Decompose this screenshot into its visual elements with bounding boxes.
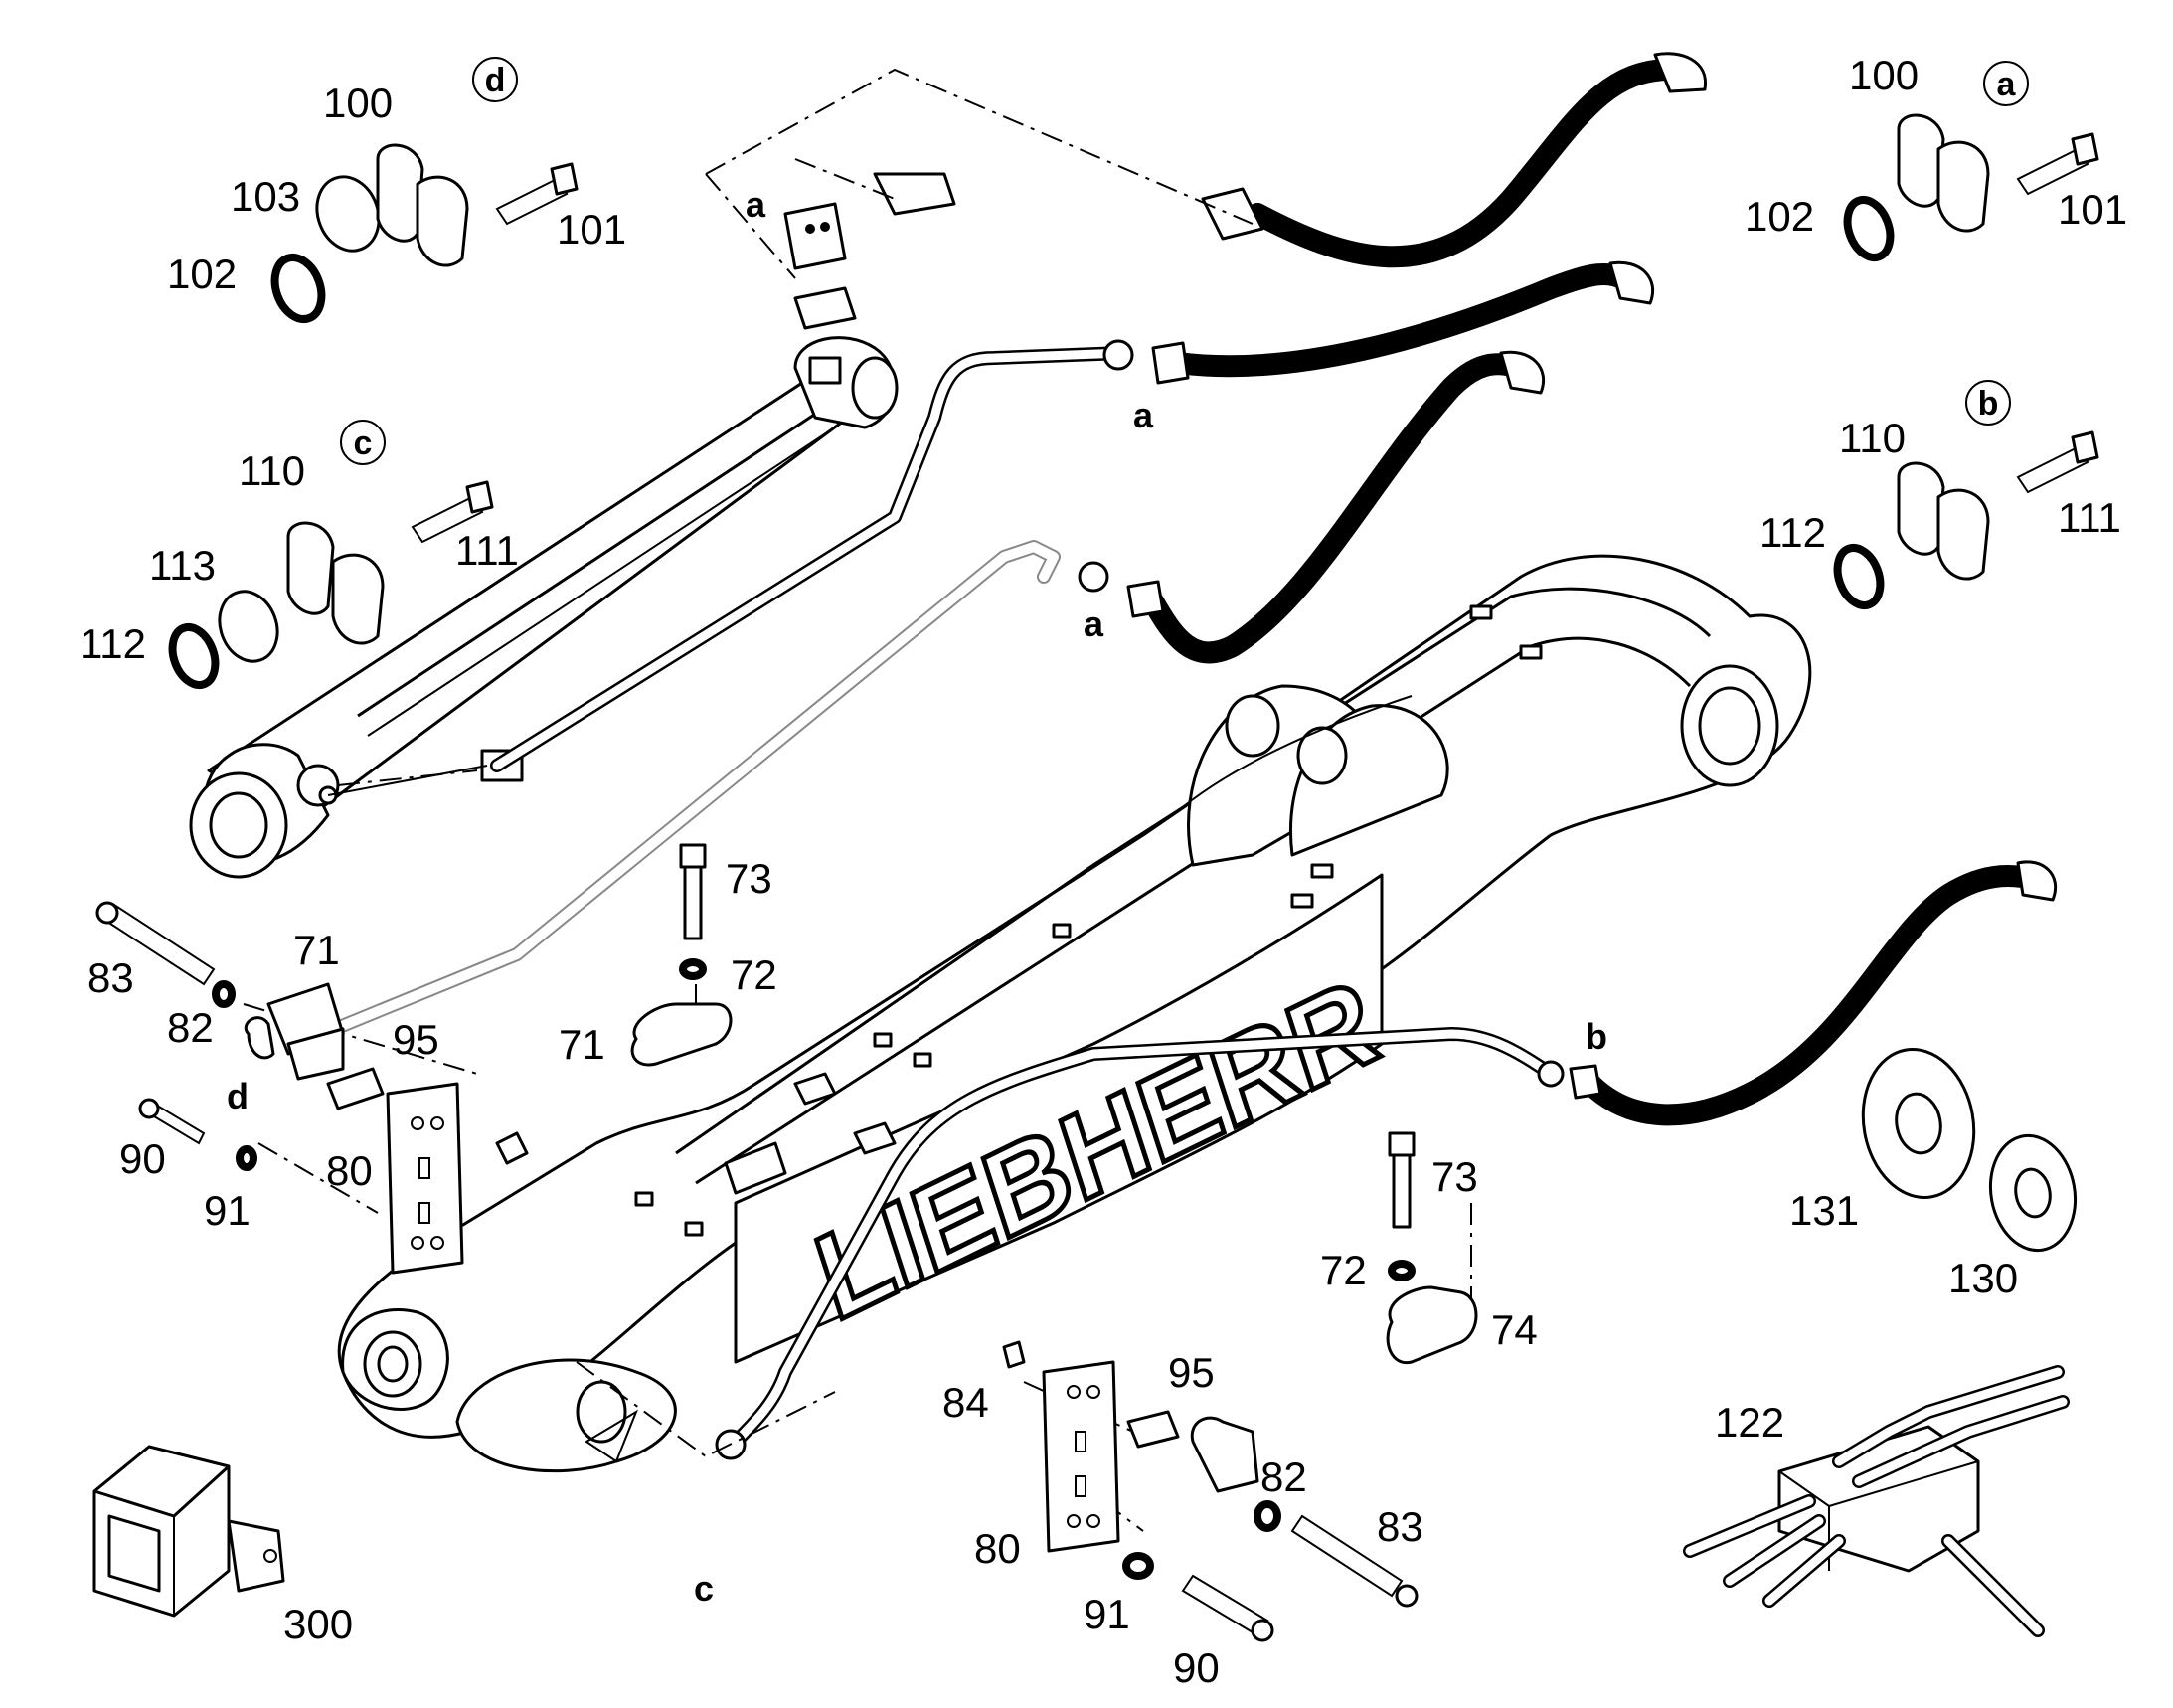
connection-letter-a-low: a: [1084, 603, 1104, 644]
part-label-90: 90: [119, 1135, 166, 1182]
part-label-122: 122: [1715, 1399, 1784, 1446]
part-label-71: 71: [293, 927, 340, 973]
part-label-100: 100: [323, 80, 393, 126]
detail-marker-d: d: [472, 57, 518, 102]
center-bolt-group: [630, 843, 733, 1067]
boom-arm: LIEBHERR: [337, 554, 1812, 1473]
part-label-113: 113: [149, 542, 216, 589]
part-label-91: 91: [1084, 1591, 1130, 1637]
detail-marker-b: b: [1965, 380, 2011, 426]
washers: [1861, 1048, 2078, 1253]
part-label-83: 83: [1377, 1503, 1423, 1550]
detail-b-flange-kit: [1833, 430, 2099, 610]
part-label-300: 300: [283, 1601, 353, 1647]
part-label-101: 101: [557, 206, 626, 253]
part-label-73: 73: [726, 855, 772, 902]
manifold-block: [1683, 1365, 2070, 1637]
part-label-90: 90: [1173, 1644, 1220, 1691]
part-label-103: 103: [231, 173, 300, 220]
connection-letter-d: d: [227, 1076, 249, 1116]
part-label-95: 95: [1168, 1349, 1215, 1396]
part-label-74: 74: [1491, 1306, 1538, 1353]
part-label-102: 102: [167, 251, 237, 297]
part-label-80: 80: [326, 1147, 373, 1194]
manifold-hoses: [1683, 1365, 2070, 1637]
part-label-112: 112: [1759, 509, 1826, 556]
part-label-91: 91: [204, 1187, 251, 1234]
detail-marker-a-label: a: [1997, 66, 2017, 103]
detail-d-flange-kit: [270, 143, 579, 323]
right-bolt-group: [1386, 1131, 1478, 1365]
detail-marker-d-label: d: [485, 62, 506, 99]
part-label-102: 102: [1745, 193, 1814, 240]
part-label-111: 111: [455, 527, 519, 574]
connection-letter-a-top: a: [746, 184, 766, 225]
part-label-71: 71: [559, 1021, 605, 1068]
detail-marker-a: a: [1983, 61, 2029, 106]
pipes: [291, 339, 1565, 1460]
part-label-82: 82: [167, 1004, 214, 1051]
detail-marker-c-label: c: [354, 425, 373, 462]
part-label-111: 111: [2058, 494, 2121, 541]
detail-marker-c: c: [340, 420, 386, 465]
part-label-82: 82: [1260, 1453, 1307, 1500]
connection-letter-a-mid: a: [1133, 395, 1154, 435]
hydraulic-cylinder: [189, 336, 899, 879]
part-label-130: 130: [1948, 1255, 2018, 1301]
lower-clamp-group: [1002, 1340, 1419, 1642]
part-label-72: 72: [1320, 1247, 1367, 1293]
part-label-101: 101: [2058, 186, 2127, 233]
connection-letter-c: c: [694, 1568, 714, 1609]
detail-a-flange-kit: [1843, 113, 2099, 262]
part-label-112: 112: [80, 620, 146, 667]
part-label-73: 73: [1431, 1153, 1478, 1200]
part-label-84: 84: [942, 1379, 989, 1426]
part-label-110: 110: [239, 447, 305, 494]
protective-box: [92, 1445, 285, 1618]
part-label-83: 83: [87, 954, 134, 1001]
part-label-80: 80: [974, 1525, 1021, 1572]
part-label-131: 131: [1789, 1187, 1859, 1234]
part-label-100: 100: [1849, 52, 1919, 98]
detail-c-flange-kit: [168, 480, 494, 690]
detail-marker-b-label: b: [1978, 385, 1999, 423]
hoses: [1126, 52, 2057, 1126]
left-clamp-group: [95, 901, 529, 1275]
part-label-72: 72: [731, 951, 777, 998]
mount-block: [783, 172, 956, 330]
part-label-110: 110: [1839, 415, 1906, 461]
part-label-95: 95: [393, 1016, 439, 1063]
connection-letter-b: b: [1586, 1016, 1607, 1057]
